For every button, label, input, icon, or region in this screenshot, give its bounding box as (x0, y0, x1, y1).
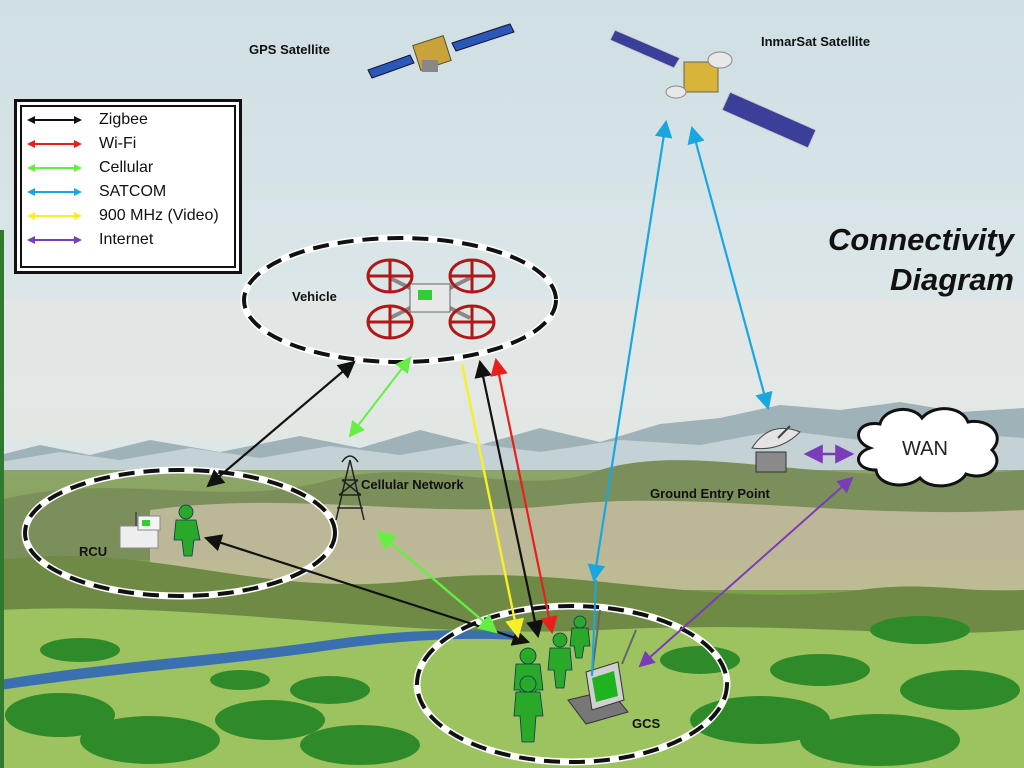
title-line-2: Diagram (889, 262, 1014, 297)
gcs-label: GCS (632, 716, 661, 731)
plain-beige (150, 500, 1024, 590)
legend-arrow-icon (27, 140, 82, 148)
link-satcom-gcs-inmarsat (587, 119, 773, 583)
legend-item-label: SATCOM (99, 183, 167, 200)
wan-cloud-icon (857, 407, 999, 488)
gps-satellite-label: GPS Satellite (249, 42, 330, 57)
legend-arrow-icon (27, 116, 82, 124)
legend-item-label: Wi-Fi (99, 135, 137, 152)
ground-entry-point-label: Ground Entry Point (650, 486, 770, 501)
link-zigbee-vehicle-rcu (206, 360, 356, 488)
left-edge-stripe (0, 230, 4, 768)
diagram-title: Connectivity Diagram (828, 220, 1014, 300)
legend-item: Zigbee (27, 110, 237, 132)
vehicle-label: Vehicle (292, 289, 337, 304)
link-video-vehicle-gcs (460, 363, 525, 639)
wan-label: WAN (902, 438, 948, 460)
legend-item: Internet (27, 230, 237, 252)
legend-item-label: 900 MHz (Video) (99, 207, 219, 224)
link-cellular-vehicle-tower (348, 356, 412, 438)
gps-satellite-icon (367, 23, 515, 79)
link-cellular-tower-gcs (376, 530, 498, 634)
rcu-device-icon (119, 512, 161, 549)
quadrotor-vehicle-icon (366, 258, 496, 340)
legend-item-label: Cellular (99, 159, 154, 176)
inmarsat-satellite-label: InmarSat Satellite (761, 34, 871, 49)
legend-item-label: Internet (99, 231, 154, 248)
legend-arrow-icon (27, 236, 82, 244)
title-line-1: Connectivity (827, 222, 1014, 257)
legend-item: Wi-Fi (27, 134, 237, 156)
link-satcom-gcs-mast (591, 579, 597, 677)
legend-arrow-icon (27, 164, 82, 172)
cellular-network-label: Cellular Network (361, 477, 464, 492)
legend-item: 900 MHz (Video) (27, 206, 237, 228)
link-wifi-vehicle-gcs (490, 357, 558, 635)
legend-arrow-icon (27, 188, 82, 196)
link-internet-gcs-wan (638, 476, 854, 668)
legend-item-label: Zigbee (99, 111, 148, 128)
legend-arrow-icon (27, 212, 82, 220)
rcu-soldier-icon (173, 504, 201, 557)
ground-entry-dish-icon (751, 425, 801, 473)
inmarsat-satellite-icon (609, 29, 817, 149)
legend-item: SATCOM (27, 182, 237, 204)
rcu-label: RCU (79, 544, 108, 559)
legend-item: Cellular (27, 158, 237, 180)
gcs-soldiers-icon (513, 615, 591, 743)
